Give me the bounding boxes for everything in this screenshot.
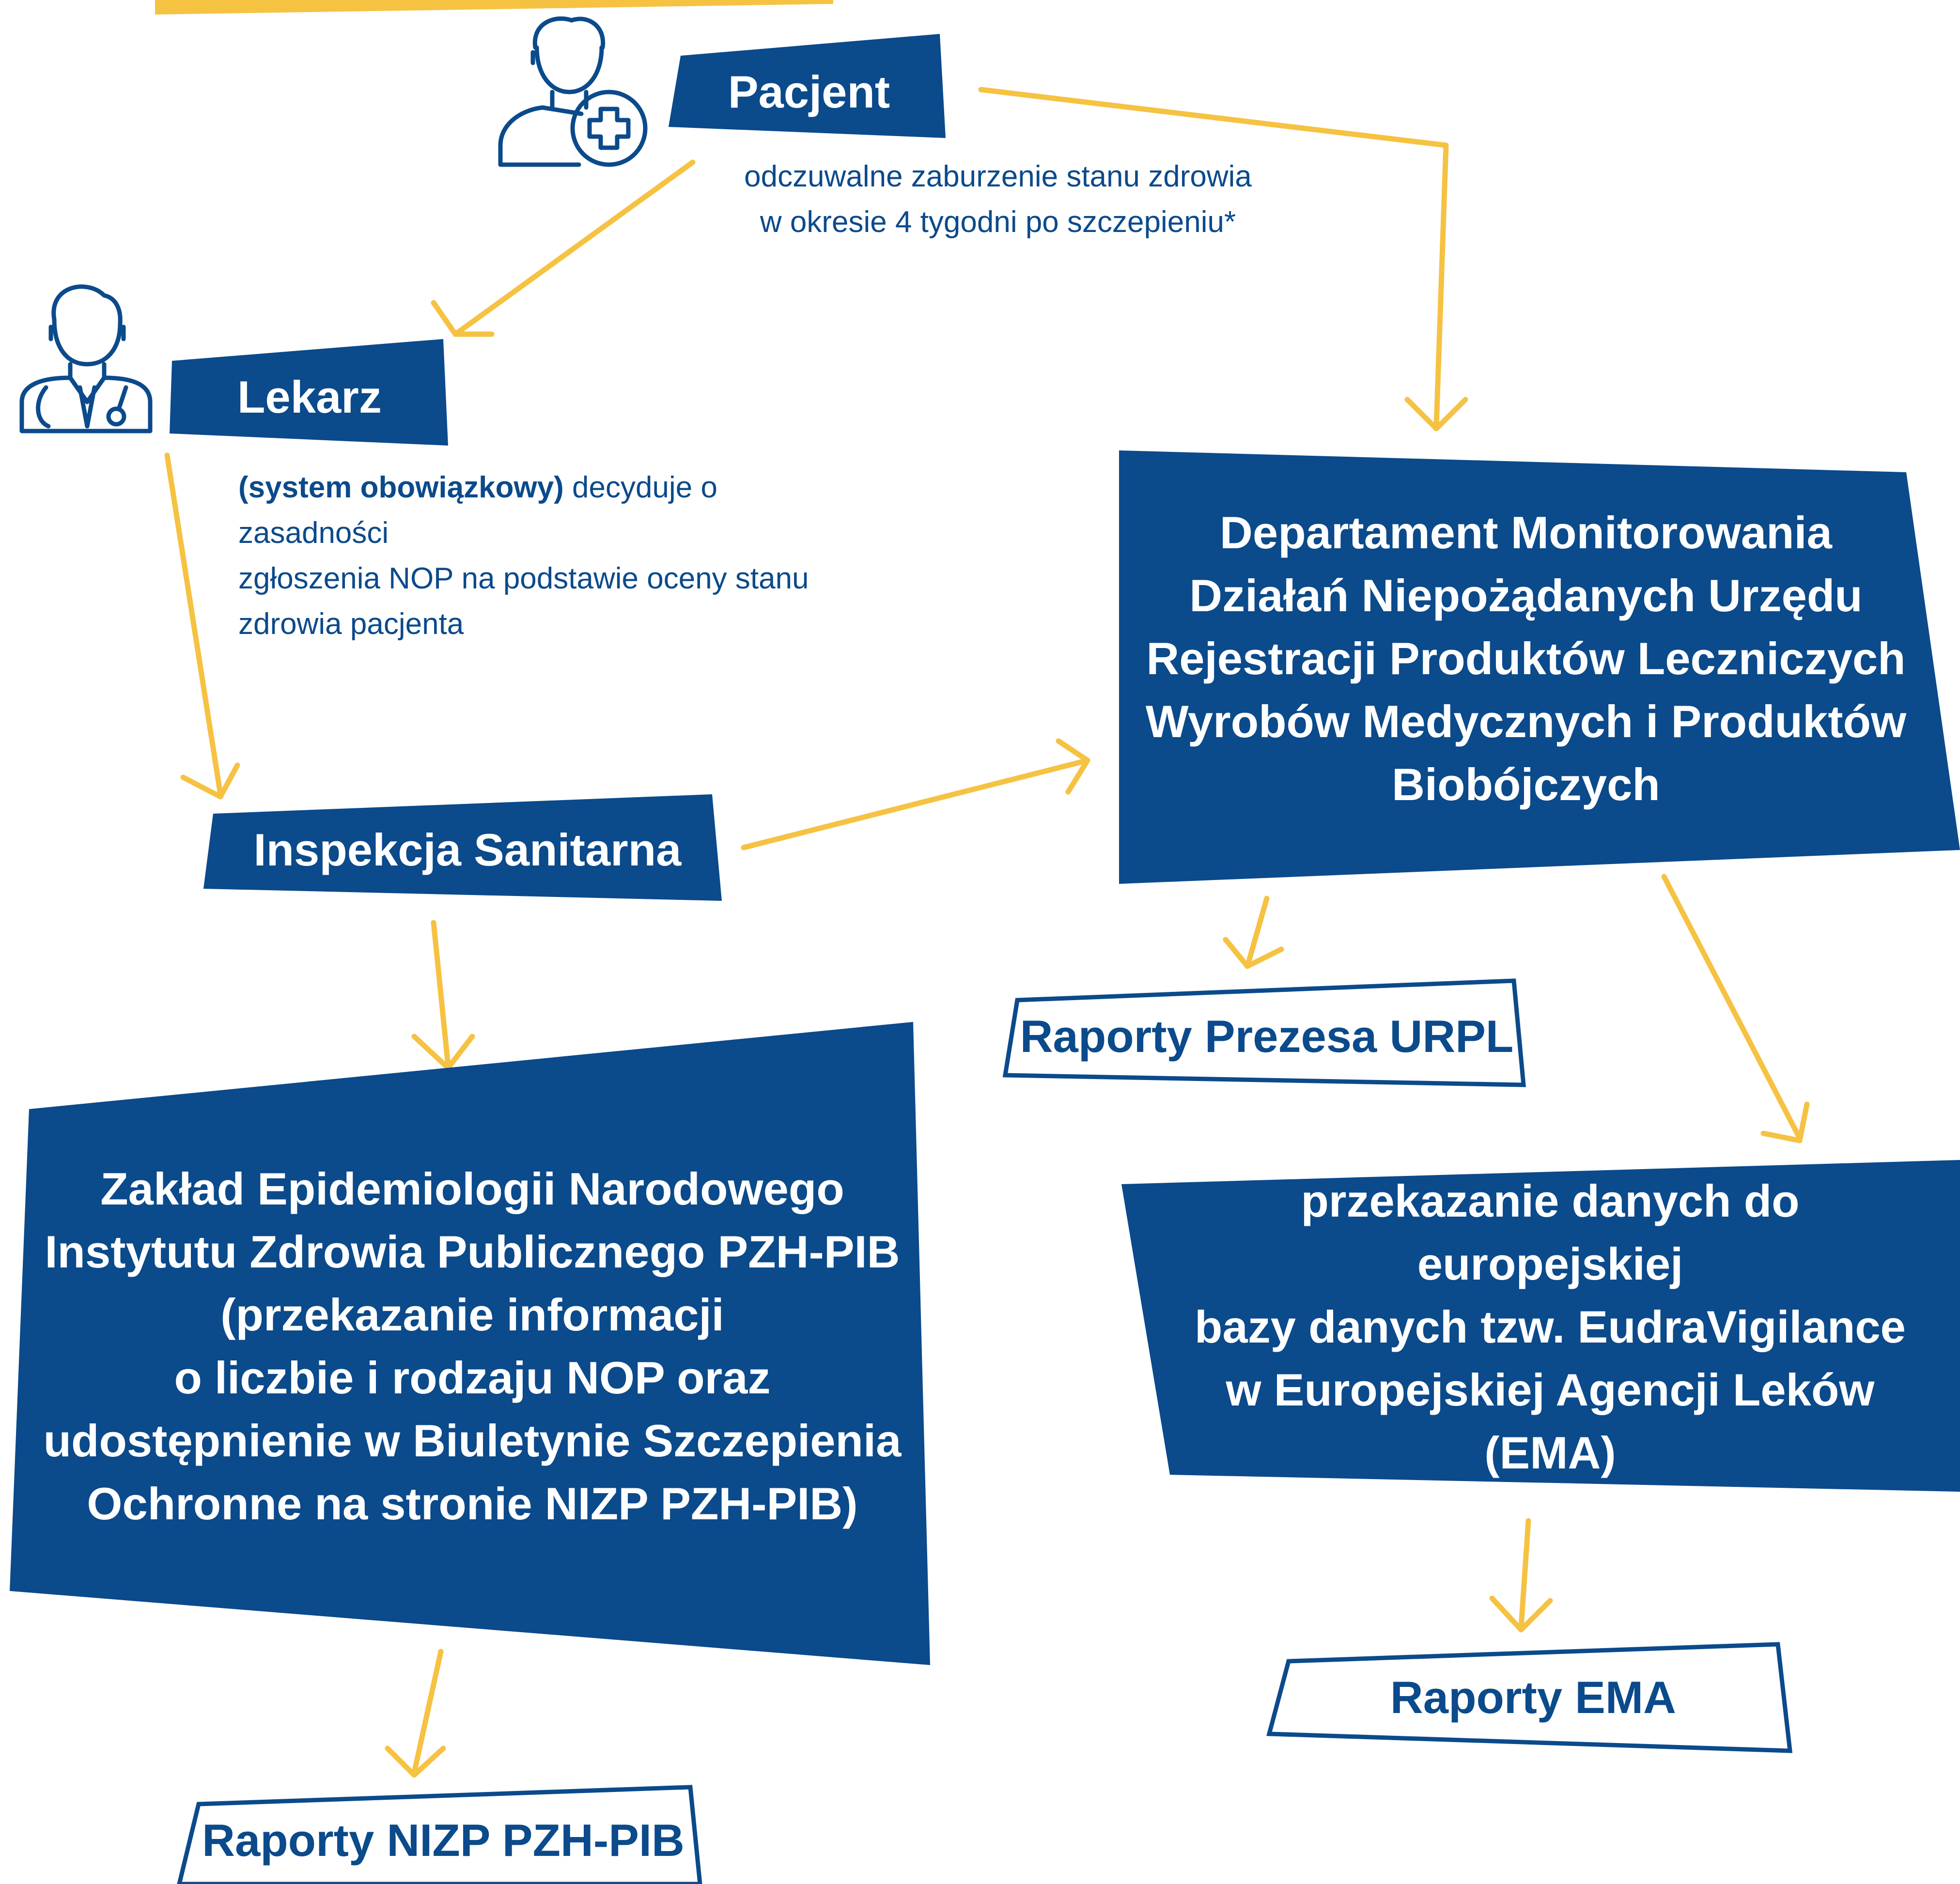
raporty-pzh-label: Raporty NIZP PZH-PIB: [202, 1814, 684, 1866]
arrow-inspekcja-to-pzh: [411, 920, 475, 1071]
pzh-line-6: Ochronne na stronie NIZP PZH-PIB): [87, 1478, 858, 1529]
urpl-dept-line-4: Wyrobów Medycznych i Produktów: [1145, 696, 1907, 747]
arrow-pacjent-to-lekarz: [431, 159, 696, 337]
pacjent-note-line-2: w okresie 4 tygodni po szczepieniu*: [760, 205, 1236, 239]
pacjent-note-line-1: odczuwalne zaburzenie stanu zdrowia: [744, 160, 1252, 193]
pacjent-box-bg: [669, 34, 946, 138]
urpl-dept-line-1: Departament Monitorowania: [1220, 507, 1832, 558]
doctor-stethoscope-icon: [19, 284, 153, 433]
lekarz-box-bg: [170, 339, 448, 446]
urpl-dept-line-5: Biobójczych: [1392, 759, 1660, 810]
raporty-urpl-box-bg: [1002, 978, 1526, 1087]
pzh-label: Zakład Epidemiologii Narodowego Instytut…: [19, 1153, 925, 1540]
lekarz-label: Lekarz: [237, 371, 382, 422]
urpl-dept-box-bg: [1119, 450, 1960, 884]
pzh-line-4: o liczbie i rodzaju NOP oraz: [174, 1352, 771, 1403]
raporty-urpl-label: Raporty Prezesa URPL: [1020, 1010, 1514, 1062]
pzh-line-3: (przekazanie informacji: [220, 1289, 724, 1340]
urpl-dept-label: Departament Monitorowania Działań Niepoż…: [1124, 494, 1928, 823]
ema-transfer-line-1: przekazanie danych do europejskiej: [1301, 1175, 1800, 1289]
urpl-dept-line-3: Rejestracji Produktów Leczniczych: [1146, 633, 1906, 684]
lekarz-note-line-2: zgłoszenia NOP na podstawie oceny stanu: [238, 562, 809, 595]
lekarz-note-bold: (system obowiązkowy): [238, 471, 564, 504]
pzh-line-2: Instytutu Zdrowia Publicznego PZH-PIB: [45, 1226, 900, 1277]
arrow-urpl-to-raporty-urpl: [1223, 896, 1284, 969]
lekarz-note-rest: decyduje o zasadności: [238, 471, 717, 550]
inspekcja-label: Inspekcja Sanitarna: [253, 824, 682, 875]
arrow-ema-transfer-to-raporty-ema: [1489, 1518, 1553, 1633]
ema-transfer-line-3: w Europejskiej Agencji Leków (EMA): [1226, 1364, 1875, 1478]
arrow-inspekcja-to-urpl: [741, 738, 1090, 850]
pacjent-note: odczuwalne zaburzenie stanu zdrowia w ok…: [717, 154, 1279, 245]
patient-plus-icon: [498, 16, 648, 167]
pacjent-label: Pacjent: [728, 66, 890, 117]
lekarz-note-line-3: zdrowia pacjenta: [238, 607, 464, 641]
arrow-pacjent-to-urpl: [978, 87, 1468, 432]
raporty-ema-label: Raporty EMA: [1390, 1671, 1677, 1723]
arrow-urpl-to-ema-transfer: [1661, 874, 1810, 1143]
top-accent-bar: [155, 0, 833, 15]
raporty-ema-box-bg: [1266, 1642, 1793, 1753]
urpl-dept-line-2: Działań Niepożądanych Urzędu: [1189, 570, 1863, 621]
pzh-line-1: Zakład Epidemiologii Narodowego: [100, 1163, 844, 1214]
pzh-line-5: udostępnienie w Biuletynie Szczepienia: [43, 1415, 902, 1466]
inspekcja-box-bg: [203, 794, 722, 901]
arrow-lekarz-to-inspekcja: [164, 452, 240, 800]
arrow-pzh-to-raporty-pzh: [385, 1649, 446, 1778]
raporty-pzh-box-bg: [177, 1785, 702, 1884]
ema-transfer-label: przekazanie danych do europejskiej bazy …: [1163, 1175, 1938, 1478]
pzh-box-bg: [10, 1022, 930, 1665]
lekarz-note-line-1: (system obowiązkowy) decyduje o zasadnoś…: [238, 465, 868, 556]
lekarz-note: (system obowiązkowy) decyduje o zasadnoś…: [238, 465, 868, 647]
ema-transfer-line-2: bazy danych tzw. EudraVigilance: [1195, 1301, 1906, 1352]
ema-transfer-box-bg: [1121, 1160, 1960, 1492]
